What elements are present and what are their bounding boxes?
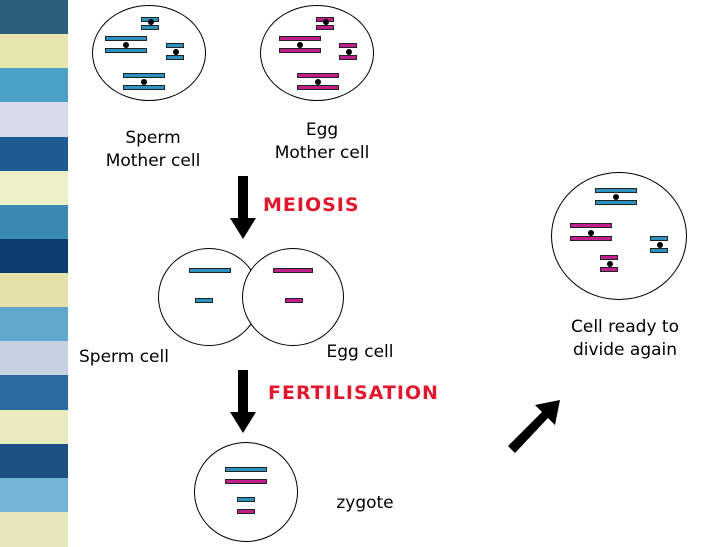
stripe-segment [0, 102, 68, 138]
chromosome-blue [595, 188, 637, 193]
centromere [613, 194, 619, 200]
centromere [346, 49, 352, 55]
zygote-cell [194, 442, 298, 542]
stripe-segment [0, 136, 68, 172]
egg-cell-label: Egg cell [326, 342, 394, 362]
chromosome-magenta [285, 298, 303, 303]
chromosome-blue [650, 236, 668, 241]
sperm-cell-label: Sperm cell [79, 347, 169, 367]
chromosome-blue [166, 43, 184, 48]
chromosome-blue [650, 248, 668, 253]
centromere [297, 42, 303, 48]
chromosome-magenta [297, 85, 339, 90]
centromere [607, 261, 613, 267]
meiosis-label: MEIOSIS [263, 194, 360, 216]
centromere [173, 49, 179, 55]
centromere [323, 19, 329, 25]
stripe-segment [0, 273, 68, 309]
stripe-segment [0, 511, 68, 547]
chromosome-magenta [279, 36, 321, 41]
cell-ready-label: Cell ready to divide again [571, 317, 679, 360]
chromosome-blue [105, 36, 147, 41]
stripe-segment [0, 0, 68, 36]
up-right-arrow-icon [508, 400, 560, 453]
egg-cell [242, 248, 344, 346]
chromosome-magenta [600, 255, 618, 260]
egg-mother-cell [260, 5, 374, 101]
down-arrow-icon [230, 370, 256, 433]
down-arrow-icon [230, 176, 256, 239]
centromere [588, 230, 594, 236]
chromosome-magenta [237, 509, 255, 514]
stripe-segment [0, 341, 68, 377]
chromosome-magenta [570, 236, 612, 241]
stripe-segment [0, 170, 68, 206]
centromere [657, 242, 663, 248]
stripe-segment [0, 34, 68, 70]
chromosome-magenta [600, 267, 618, 272]
sperm-mother-cell [92, 5, 206, 101]
chromosome-blue [123, 73, 165, 78]
sperm-mother-cell-label: Sperm Mother cell [105, 128, 201, 171]
centromere [141, 79, 147, 85]
chromosome-magenta [316, 25, 334, 30]
stripe-segment [0, 204, 68, 240]
stripe-segment [0, 307, 68, 343]
centromere [123, 42, 129, 48]
stripe-segment [0, 477, 68, 513]
stripe-segment [0, 409, 68, 445]
decorative-stripe [0, 0, 68, 547]
chromosome-blue [189, 268, 231, 273]
stripe-segment [0, 443, 68, 479]
centromere [148, 19, 154, 25]
centromere [315, 79, 321, 85]
chromosome-blue [225, 467, 267, 472]
chromosome-magenta [570, 223, 612, 228]
chromosome-blue [123, 85, 165, 90]
chromosome-magenta [225, 479, 267, 484]
chromosome-blue [166, 55, 184, 60]
dividing-cell [551, 172, 687, 300]
fertilisation-label: FERTILISATION [268, 382, 439, 404]
chromosome-blue [595, 200, 637, 205]
chromosome-magenta [339, 43, 357, 48]
chromosome-blue [237, 497, 255, 502]
stripe-segment [0, 68, 68, 104]
chromosome-blue [105, 48, 147, 53]
chromosome-blue [141, 25, 159, 30]
zygote-label: zygote [336, 493, 394, 513]
chromosome-magenta [339, 55, 357, 60]
egg-mother-cell-label: Egg Mother cell [274, 120, 370, 163]
stripe-segment [0, 375, 68, 411]
chromosome-magenta [273, 268, 313, 273]
chromosome-blue [195, 298, 213, 303]
chromosome-magenta [279, 48, 321, 53]
stripe-segment [0, 238, 68, 274]
chromosome-magenta [297, 73, 339, 78]
